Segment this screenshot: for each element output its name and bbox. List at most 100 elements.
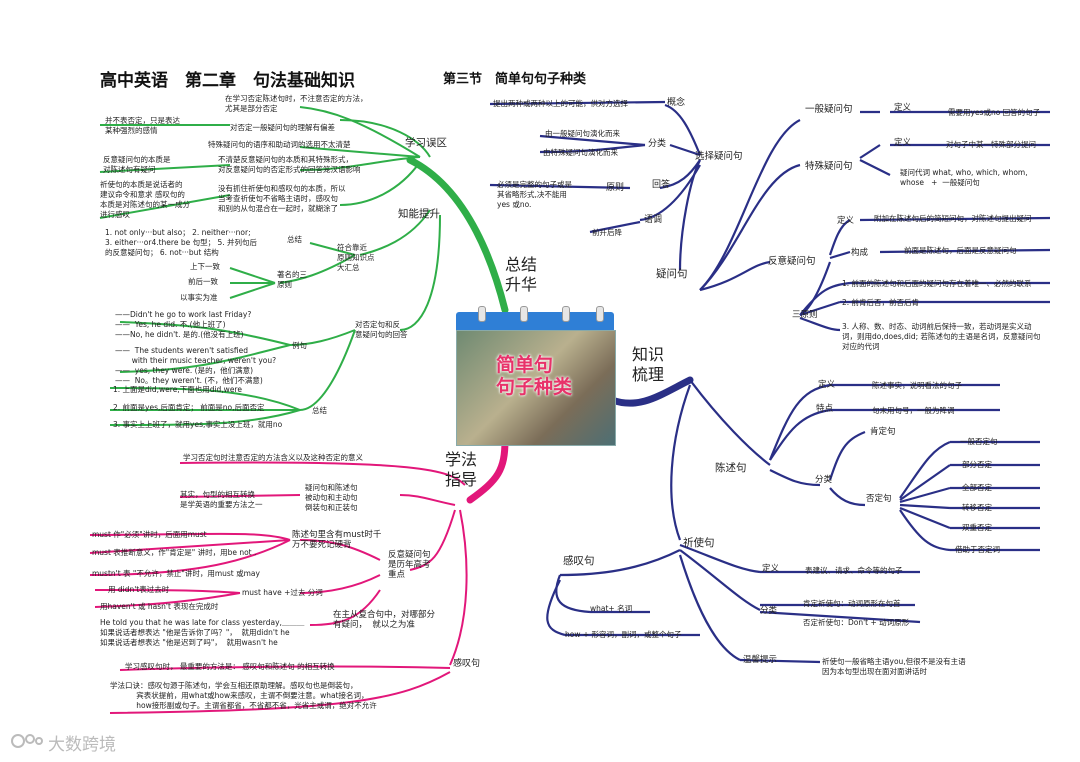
neg-item-3: 全部否定 (962, 483, 992, 493)
classify-item-2: 由特殊疑问句演化而来 (543, 148, 618, 158)
calendar-ring-icon (562, 306, 570, 322)
node-special: 特殊疑问句 (805, 160, 853, 173)
three-item-2: 2. 前肯后否，前否后肯 (842, 298, 919, 308)
branch-summary: 总结 升华 (505, 255, 537, 295)
tip: 温馨提示 (743, 655, 777, 665)
mistake-note-3: 祈使句的本质是说话者的 建议命令和意求 感叹句的 本质是对陈述句的某一成分 进行… (100, 180, 190, 220)
must-note: 陈述句里含有must时千 万不要死记硬背 (292, 530, 381, 550)
node-declarative: 陈述句 (715, 462, 747, 475)
method-intro: 学习否定句时注意否定的方法含义以及这种否定的意义 (183, 453, 363, 463)
transform-note: 其实，句型的相互转换 是学英语的重要方法之一 (180, 490, 263, 510)
example-title: 例句 (292, 341, 307, 351)
exam-point: 反意疑问句 是历年高考 重点 (388, 550, 431, 580)
imp-item-2: 否定祈使句：Don't + 动词原形 (803, 618, 909, 628)
tag-def-text: 附加在陈述句后的简短问句，对陈述句提出疑问 (874, 214, 1032, 224)
examples-2: —— The students weren't satisfied with t… (115, 346, 276, 386)
general-text: 需要用yes或no 回答的句子 (948, 108, 1040, 118)
excl-item-2: how + 形容词，副词，或整个句子 (565, 630, 682, 640)
principle-text: 必须是完整的句子或是 其省略形式,决不能用 yes 或no. (497, 180, 572, 210)
imp-class: 分类 (760, 606, 777, 616)
node-exclamatory: 感叹句 (563, 555, 595, 568)
conclusion-1: 1. 上面是did,were,下面也用did,were (113, 385, 242, 395)
negative: 否定句 (866, 494, 892, 504)
affirm: 肯定句 (870, 427, 896, 437)
must-have-2: 用haven't 或 hasn't 表现在完成时 (100, 602, 218, 612)
must-have: must have +过去 分词 (242, 588, 323, 598)
must-have-1: 用 didn't表过去时 (108, 585, 169, 595)
calendar-ring-icon (596, 306, 604, 322)
page-title: 高中英语 第二章 句法基础知识 (100, 66, 355, 91)
complex-note: 在主从复合句中，对哪部分 有疑问， 就以之为准 (333, 610, 435, 630)
concept-text: 提出两种或两种以上的可能，供对方选择 (493, 99, 628, 109)
center-topic-line2: 句子种类 (496, 376, 572, 398)
complex-example: He told you that he was late for class y… (100, 618, 304, 648)
excl-method: 学习感叹句时， 最重要的方法是： 感叹句和陈述句 的相互转换 (125, 662, 335, 672)
node-answer: 回答 (652, 180, 670, 190)
branch-knowledge: 知识 梳理 (632, 345, 664, 385)
decl-feat: 特点 (816, 404, 833, 414)
general-def: 定义 (894, 103, 911, 113)
imp-def: 定义 (762, 564, 779, 574)
principle-3: 以事实为准 (180, 293, 218, 303)
node-mistakes: 学习误区 (405, 137, 447, 150)
tag-struct-text: 前面是陈述句，后面是反意疑问句 (904, 246, 1017, 256)
node-ability: 知能提升 (398, 208, 440, 221)
node-classify: 分类 (648, 139, 666, 149)
watermark-text: 大数跨境 (48, 730, 116, 755)
excl-formula: 学法口诀：感叹句源于陈述句，学会互相还原助理解。感叹句也是倒装句， 宾表状提前，… (110, 681, 377, 711)
tip-text: 祈使句一般省略主语you,但很不是没有主语 因为本句型出现在面对面讲话时 (822, 657, 966, 677)
center-topic: 简单句 句子种类 (496, 354, 572, 398)
examples-1: ——Didn't he go to work last Friday? —— Y… (115, 310, 251, 340)
mistake-item-5: 没有抓住祈使句和感叹句的本质，所以 当考查祈使句不省略主语时，感叹句 和别的从句… (218, 184, 346, 214)
node-principle: 原则 (606, 183, 624, 193)
node-interrogative: 疑问句 (656, 268, 688, 281)
conclusion-title: 总结 (312, 406, 327, 416)
decl-def: 定义 (818, 380, 835, 390)
node-general: 一般疑问句 (805, 103, 853, 116)
principle-2: 前后一致 (188, 277, 218, 287)
node-choice: 选择疑问句 (695, 150, 743, 163)
tag-def: 定义 (837, 216, 854, 226)
special-words: 疑问代词 what, who, which, whom, whose + 一般疑… (900, 168, 1028, 188)
calendar-ring-icon (520, 306, 528, 322)
branch-method: 学法 指导 (445, 450, 477, 490)
node-tag: 反意疑问句 (768, 255, 816, 268)
three-item-1: 1. 前面的陈述句和后面的疑问句存在着唯一、必然的联系 (842, 279, 1032, 289)
must-item-1: must 作"必须"讲时，后面用must (92, 530, 207, 540)
excl-title: 感叹句 (453, 658, 480, 671)
conclusion-3: 3. 事实上上班了，就用yes,事实上没上班，就用no (113, 420, 282, 430)
principle-1: 上下一致 (190, 262, 220, 272)
summary-parent: 符合靠近 原则知识点 大汇总 (337, 243, 375, 273)
excl-item-1: what+ 名词 (590, 604, 632, 614)
neg-item-2: 部分否定 (962, 460, 992, 470)
page-subtitle: 第三节 简单句句子种类 (443, 68, 586, 87)
must-item-2: must 表推断意义，作"肯定是" 讲时，用be not . (92, 548, 256, 558)
logo-icon (10, 731, 44, 751)
center-calendar: 简单句 句子种类 (456, 312, 614, 444)
mistake-item-4: 不清楚反意疑问句的本质和其特殊形式， 对反意疑问句的否定形式的回答笼汉语影响 (218, 155, 361, 175)
decl-def-text: 陈述事实，说明看法的句子 (872, 381, 962, 391)
neg-item-6: 借助于否定词 (955, 545, 1000, 555)
classify-item-1: 由一般疑问句演化而来 (545, 129, 620, 139)
famous-three: 著名的三 原则 (277, 270, 307, 290)
mistake-note-2: 反意疑问句的本质是 对陈述句有疑问 (103, 155, 171, 175)
mistake-item-3: 特殊疑问句的语序和助动词的选用不太清楚 (208, 140, 351, 150)
decl-feat-text: 句末用句号，一般为降调 (872, 406, 955, 416)
center-topic-line1: 简单句 (496, 354, 572, 376)
neg-parent: 对否定句和反 意疑问句的回答 (355, 320, 408, 340)
mistake-item-1: 在学习否定陈述句时，不注意否定的方法， 尤其是部分否定 (225, 94, 368, 114)
neg-item-1: 一般否定句 (960, 437, 998, 447)
calendar-ring-icon (478, 306, 486, 322)
imp-def-text: 表建议、请求、命令等的句子 (805, 566, 903, 576)
conclusion-2: 2. 前面是yes,后面肯定； 前面是no,后面否定 (113, 403, 265, 413)
imp-item-1: 肯定祈使句：动词原形在句首 (803, 599, 901, 609)
node-concept: 概念 (667, 98, 685, 108)
tag-struct: 构成 (851, 248, 868, 258)
must-item-3: mustn't 表 "不允许，禁止"讲时，用must 或may (92, 569, 260, 579)
summary-text: 1. not only···but also； 2. neither···nor… (105, 228, 257, 258)
intonation-text: 前升后降 (592, 228, 622, 238)
mistake-note-1: 并不表否定，只是表达 某种强烈的感情 (105, 116, 180, 136)
special-def: 定义 (894, 138, 911, 148)
node-imperative: 祈使句 (683, 537, 715, 550)
